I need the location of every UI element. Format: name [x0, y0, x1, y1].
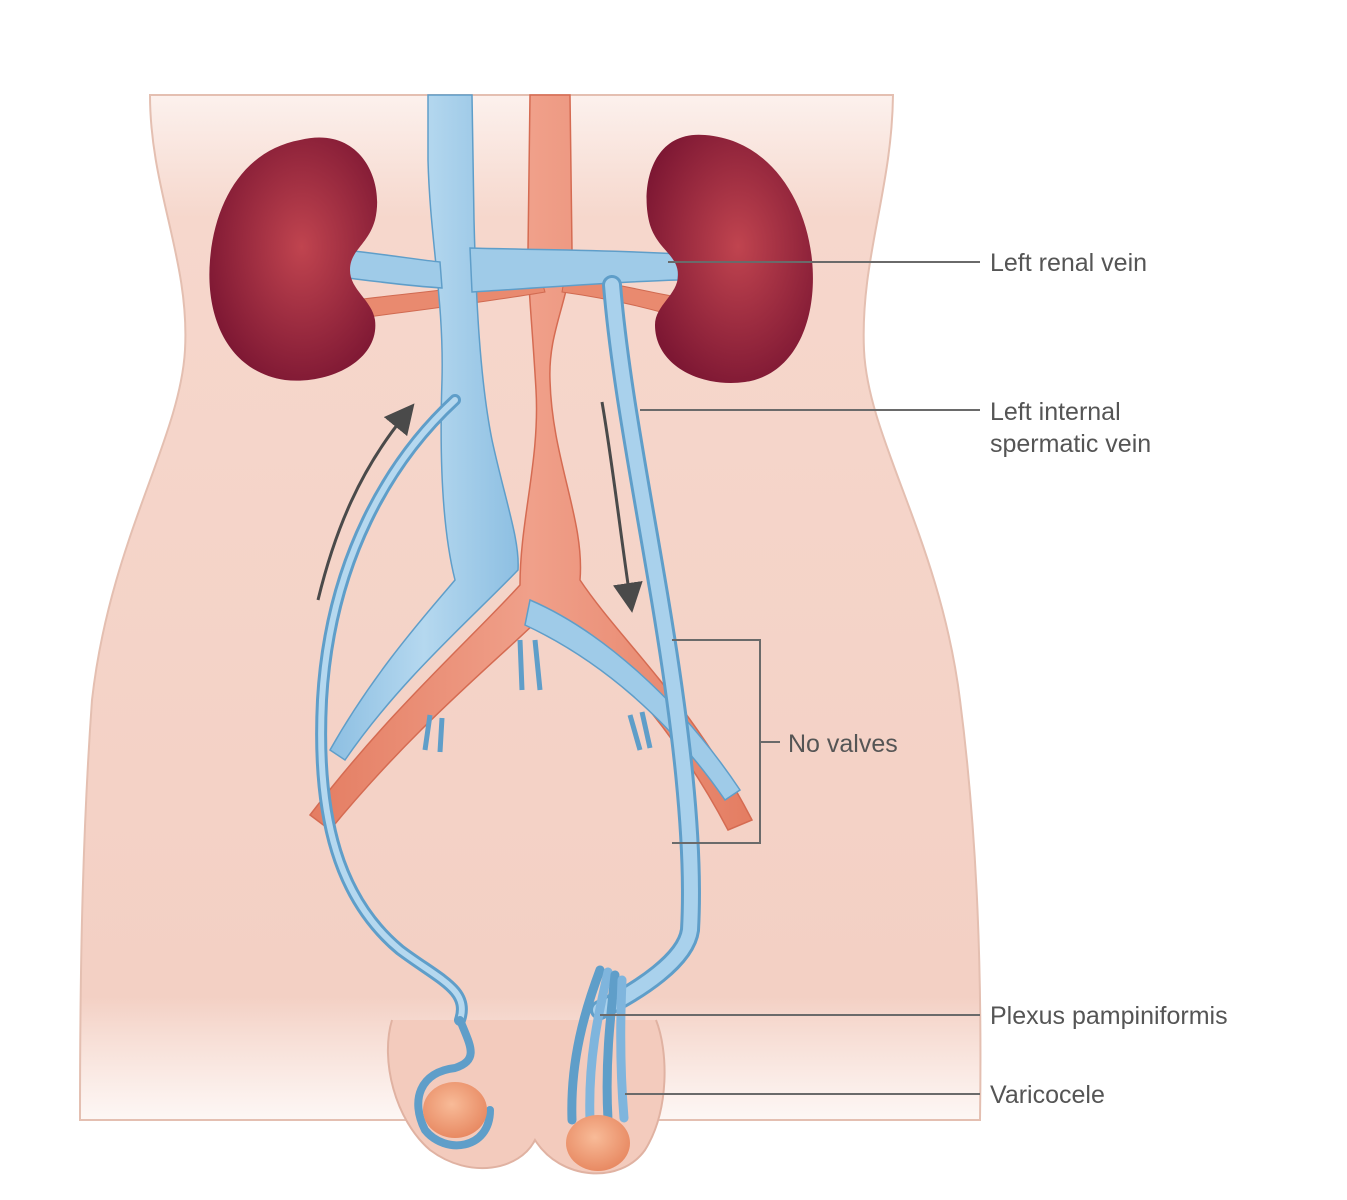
labels: Left renal vein Left internal spermatic … [788, 249, 1228, 1109]
label-left-internal-spermatic-vein-line2: spermatic vein [990, 430, 1151, 458]
label-no-valves: No valves [788, 730, 898, 758]
right-testis [423, 1082, 487, 1138]
testes [423, 1082, 630, 1171]
label-varicocele: Varicocele [990, 1081, 1105, 1109]
label-plexus-pampiniformis: Plexus pampiniformis [990, 1002, 1228, 1030]
left-testis [566, 1115, 630, 1171]
label-left-internal-spermatic-vein-line1: Left internal [990, 398, 1121, 426]
renal-veins [344, 247, 681, 293]
flow-arrows [316, 401, 643, 613]
left-internal-spermatic-vein [590, 275, 701, 1020]
right-kidney [209, 137, 378, 381]
plexus-pampiniformis [567, 965, 629, 1125]
downward-flow-arrow [600, 401, 643, 613]
label-left-renal-vein: Left renal vein [990, 249, 1147, 277]
kidneys [209, 134, 813, 383]
leader-lines [600, 261, 980, 1095]
upward-flow-arrow [316, 403, 415, 601]
left-kidney [646, 134, 813, 383]
right-internal-spermatic-vein [315, 394, 494, 1150]
